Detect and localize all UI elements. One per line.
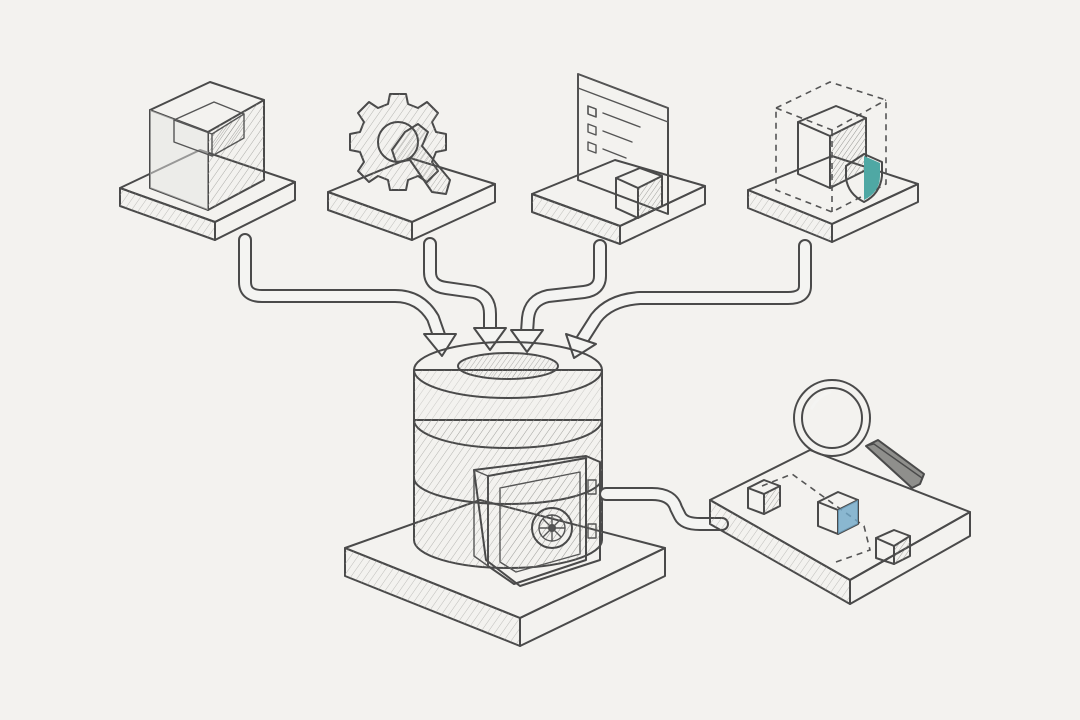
source-config bbox=[327, 93, 496, 241]
shield-icon bbox=[845, 153, 883, 203]
database-cylinder-with-vault-icon bbox=[413, 341, 603, 587]
cube-right bbox=[875, 529, 911, 565]
vault-door bbox=[473, 455, 601, 587]
cube-center-highlighted bbox=[817, 491, 859, 535]
arrow-config-to-storage bbox=[423, 237, 507, 351]
arrow-package-to-storage bbox=[238, 233, 457, 357]
platform-side bbox=[619, 185, 706, 245]
magnifier-icon bbox=[793, 379, 925, 489]
platform-side bbox=[411, 183, 496, 241]
arrow-secure-to-storage bbox=[565, 239, 812, 359]
package-box-icon bbox=[149, 81, 265, 211]
source-app bbox=[531, 73, 706, 245]
shielded-cube-icon bbox=[775, 81, 887, 213]
platform-side bbox=[831, 183, 919, 243]
gear-wrench-icon bbox=[349, 93, 451, 195]
magnifier-over-cubes-icon bbox=[747, 379, 925, 565]
small-cube bbox=[615, 167, 663, 219]
source-package bbox=[119, 81, 296, 241]
arrow-app-to-storage bbox=[510, 239, 607, 353]
connector-arrows bbox=[238, 233, 812, 359]
app-window-checklist-icon bbox=[577, 73, 669, 219]
cube-left bbox=[747, 479, 781, 515]
central-storage bbox=[344, 341, 666, 647]
platform-side bbox=[849, 511, 971, 605]
inspection-platform bbox=[709, 379, 971, 605]
platform-side bbox=[214, 181, 296, 241]
connector-storage-to-inspection bbox=[599, 487, 729, 531]
source-secure bbox=[747, 81, 919, 243]
